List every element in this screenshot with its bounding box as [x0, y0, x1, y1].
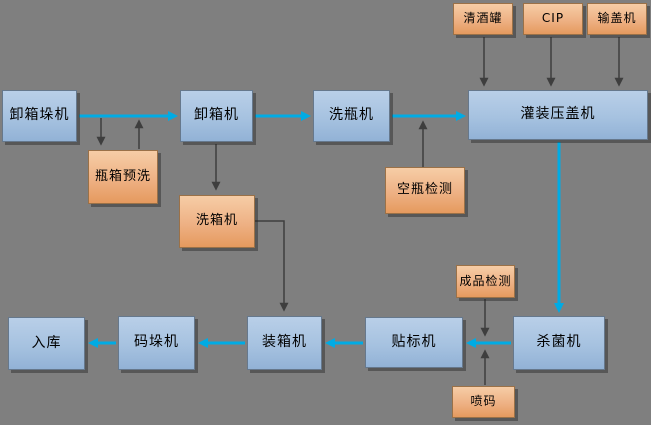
node-pasteurizer: 杀菌机: [513, 316, 605, 370]
node-decrater: 卸箱机: [180, 90, 253, 142]
arrow-cratewasher-to-casepacker: [255, 220, 289, 312]
node-labeler: 贴标机: [365, 317, 463, 368]
node-bright-beer-tank: 清酒罐: [453, 3, 513, 35]
node-cip: CIP: [523, 3, 583, 35]
node-product-inspection: 成品检测: [456, 265, 515, 298]
node-case-packer: 装箱机: [247, 316, 322, 370]
node-warehouse: 入库: [8, 317, 85, 370]
node-filler-capper: 灌装压盖机: [468, 90, 648, 140]
node-bottle-washer: 洗瓶机: [313, 90, 390, 142]
node-empty-bottle-inspection: 空瓶检测: [385, 167, 465, 214]
node-unload-depalletizer: 卸箱垛机: [2, 90, 77, 142]
node-inkjet-coder: 喷码: [452, 386, 515, 418]
node-palletizer: 码垛机: [118, 316, 195, 370]
node-crate-prewash: 瓶箱预洗: [88, 150, 158, 204]
node-cap-feeder: 输盖机: [587, 3, 647, 35]
node-crate-washer: 洗箱机: [179, 195, 255, 248]
